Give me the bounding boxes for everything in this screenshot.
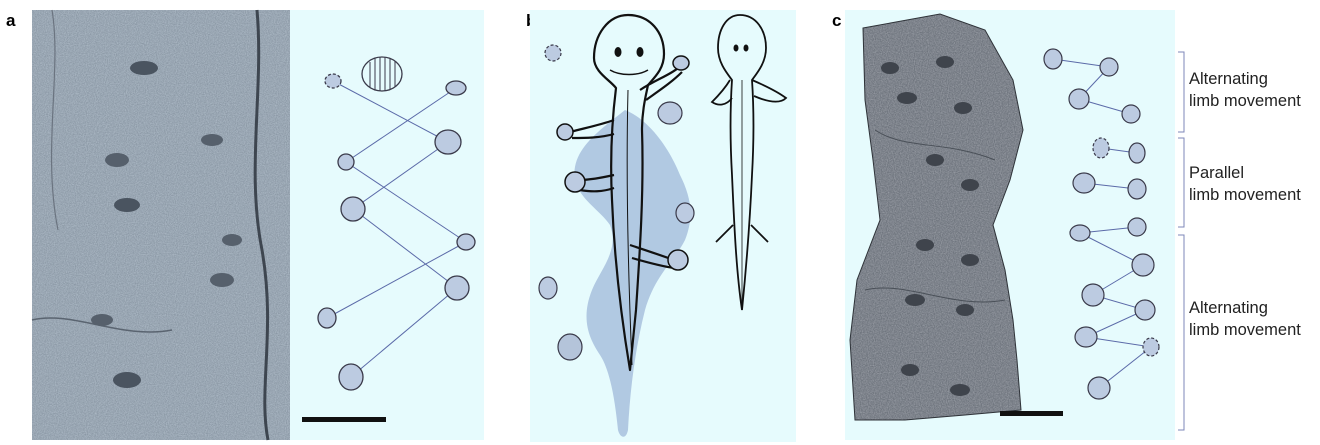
eye	[615, 47, 622, 57]
footprint	[339, 364, 363, 390]
footprint	[446, 81, 466, 95]
footprint-dashed	[545, 45, 561, 61]
footprint-hatched	[362, 57, 402, 91]
reconstruction-drawing-b	[530, 10, 796, 442]
footprint	[318, 308, 336, 328]
footprint	[445, 276, 469, 300]
brackets	[1178, 52, 1184, 430]
footprint	[341, 197, 365, 221]
footprint	[435, 130, 461, 154]
footprint	[457, 234, 475, 250]
annotation-parallel: Parallel limb movement	[1189, 162, 1301, 206]
footprint	[338, 154, 354, 170]
body-shadow	[574, 110, 690, 437]
footprint-dashed-1	[325, 74, 341, 88]
trackway-drawing-a	[290, 10, 484, 440]
panel-label-a: a	[6, 12, 15, 29]
trackway-photo-a	[32, 10, 290, 440]
annotation-alternating-top: Alternating limb movement	[1189, 68, 1301, 112]
panel-label-c: c	[832, 12, 841, 29]
scale-bar-a	[302, 417, 386, 422]
animal-outline-dorsal	[712, 15, 786, 310]
annotation-alternating-bottom: Alternating limb movement	[1189, 297, 1301, 341]
eye	[637, 47, 644, 57]
trackway-photo-c	[845, 10, 1075, 440]
scale-bar-c	[1000, 411, 1063, 416]
